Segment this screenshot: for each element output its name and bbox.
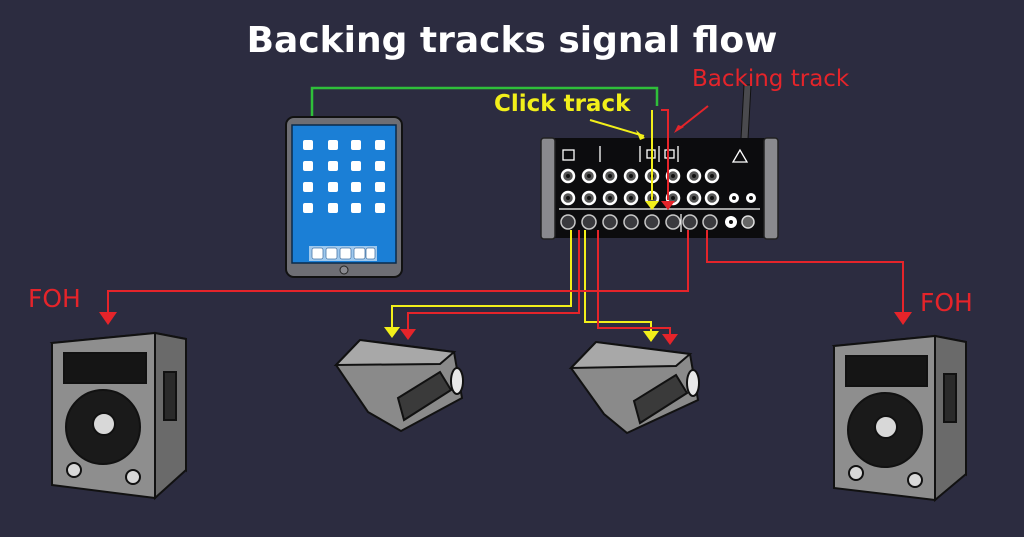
foh-speaker-right <box>831 334 967 503</box>
backing-track-label: Backing track <box>692 66 850 92</box>
page-title: Backing tracks signal flow <box>246 20 778 61</box>
backing-track-arrowheads <box>99 125 912 345</box>
foh-right-label: FOH <box>920 288 973 317</box>
usb-cable <box>310 86 659 117</box>
tablet <box>285 116 403 278</box>
wedge-monitor-left <box>333 338 464 433</box>
click-track-arrowheads <box>384 130 659 342</box>
foh-left-label: FOH <box>28 284 81 313</box>
digital-mixer <box>540 84 779 240</box>
foh-speaker-left <box>49 331 187 501</box>
backing-track-cables <box>107 105 904 336</box>
click-track-label: Click track <box>494 91 631 117</box>
wedge-monitor-right <box>568 340 700 435</box>
